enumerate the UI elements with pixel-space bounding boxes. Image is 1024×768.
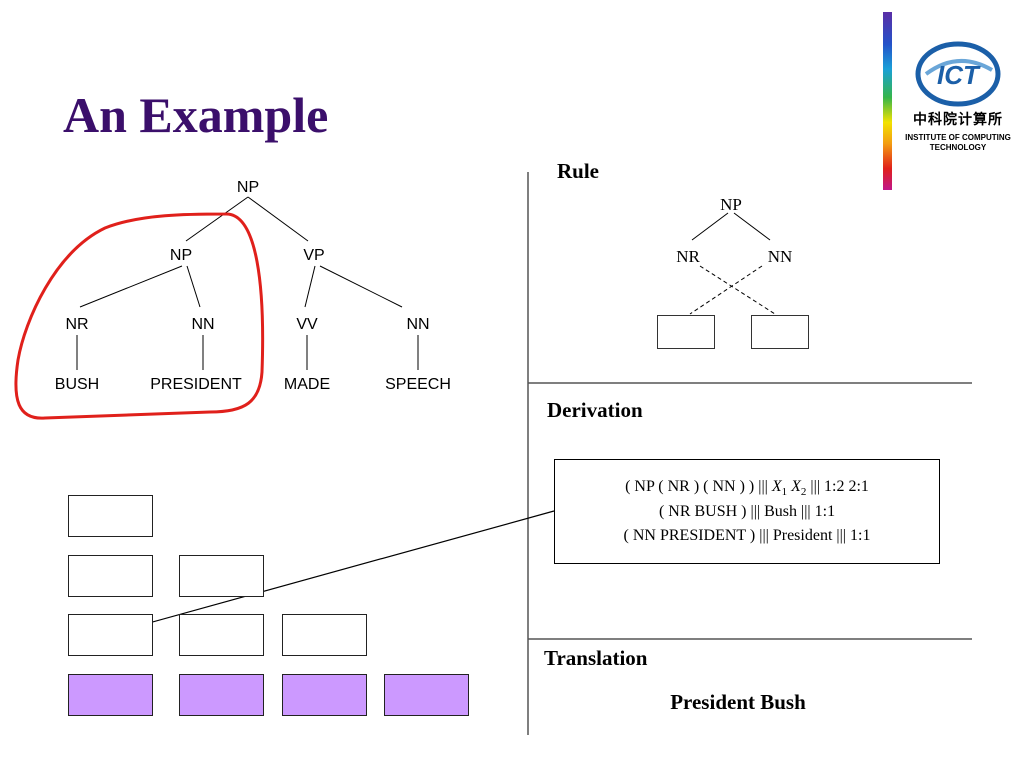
- rule-slot-box: [751, 315, 809, 349]
- subtree-highlight: [14, 212, 265, 420]
- chart-cell: [282, 614, 367, 656]
- chart-cell-word: [68, 674, 153, 716]
- rule-node-nn: NN: [767, 247, 793, 266]
- derivation-line-3: ( NN PRESIDENT ) ||| President ||| 1:1: [623, 527, 871, 545]
- tree-word-made: MADE: [283, 376, 331, 393]
- logo-chinese-name: 中科院计算所: [913, 111, 1003, 127]
- chart-cell-word: [282, 674, 367, 716]
- derivation-heading: Derivation: [547, 398, 643, 422]
- tree-node-np: NP: [169, 247, 193, 264]
- derivation-line-2: ( NR BUSH ) ||| Bush ||| 1:1: [658, 503, 836, 521]
- translation-output: President Bush: [670, 690, 806, 714]
- rule-node-np: NP: [720, 195, 742, 214]
- tree-root-np: NP: [236, 179, 260, 196]
- logo-acronym: ICT: [937, 60, 981, 90]
- chart-cell: [179, 555, 264, 597]
- tree-node-vp: VP: [303, 247, 325, 264]
- tree-node-nn: NN: [191, 316, 215, 333]
- logo-color-bar: [883, 12, 892, 190]
- logo-name-line1: INSTITUTE OF COMPUTING: [905, 133, 1011, 142]
- chart-cell: [179, 614, 264, 656]
- slide-title: An Example: [63, 87, 329, 143]
- chart-cell: [68, 495, 153, 537]
- tree-node-nr: NR: [65, 316, 89, 333]
- derivation-box: ( NP ( NR ) ( NN ) ) ||| X1 X2 ||| 1:2 2…: [554, 459, 940, 564]
- rule-slot-box: [657, 315, 715, 349]
- chart-cell-word: [384, 674, 469, 716]
- rule-node-nr: NR: [676, 247, 700, 266]
- tree-word-bush: BUSH: [54, 376, 100, 393]
- translation-heading: Translation: [544, 646, 648, 670]
- chart-cell-word: [179, 674, 264, 716]
- tree-node-nn2: NN: [406, 316, 430, 333]
- chart-cell: [68, 555, 153, 597]
- derivation-arrow: [118, 510, 555, 633]
- tree-word-president: PRESIDENT: [150, 376, 242, 393]
- tree-node-vv: VV: [296, 316, 318, 333]
- logo-name-line2: TECHNOLOGY: [929, 143, 987, 152]
- rule-heading: Rule: [557, 159, 599, 183]
- ict-logo-icon: ICT: [915, 41, 1001, 107]
- tree-word-speech: SPEECH: [385, 376, 451, 393]
- chart-cell: [68, 614, 153, 656]
- derivation-line-1: ( NP ( NR ) ( NN ) ) ||| X1 X2 ||| 1:2 2…: [625, 477, 869, 498]
